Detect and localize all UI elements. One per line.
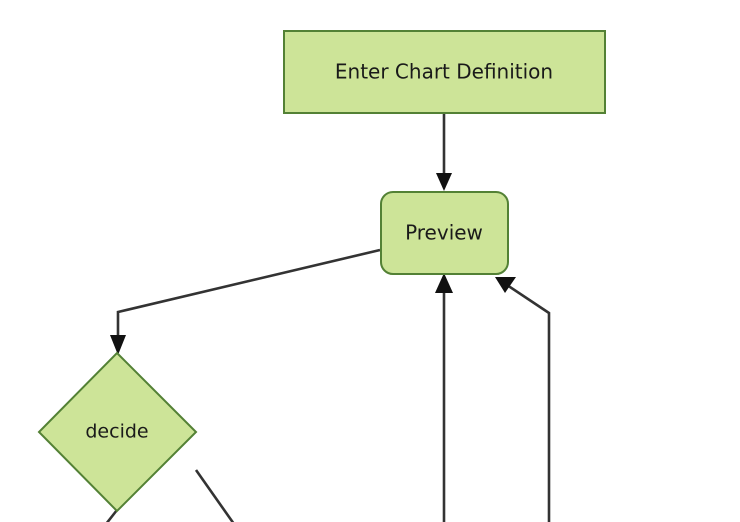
edge-preview-to-decide-line (116, 248, 381, 342)
edge-return-center-to-preview (435, 273, 453, 522)
node-enter-chart-definition-shape[interactable] (283, 30, 606, 114)
edge-decide-to-bottom-right-line (194, 469, 235, 522)
node-decide[interactable]: decide (37, 351, 198, 513)
edge-return-center-to-preview-arrowhead (435, 273, 453, 293)
node-enter-chart-definition[interactable]: Enter Chart Definition (283, 30, 606, 114)
node-layer: Enter Chart Definition Preview decide (37, 30, 606, 513)
edge-return-right-to-preview-arrowhead (495, 277, 516, 293)
node-preview[interactable]: Preview (380, 191, 509, 275)
edge-layer (105, 114, 551, 522)
node-preview-label: Preview (405, 221, 483, 245)
node-enter-chart-definition-label: Enter Chart Definition (335, 60, 553, 84)
edge-decide-to-bottom-right (194, 469, 235, 522)
edge-return-right-to-preview (495, 277, 551, 522)
edge-enter-to-preview-arrowhead (436, 173, 452, 191)
node-preview-shape[interactable] (380, 191, 509, 275)
edge-decide-to-bottom-left-line (105, 509, 119, 522)
edge-return-right-to-preview-line (506, 283, 551, 522)
edge-enter-to-preview (436, 114, 452, 191)
edge-decide-to-bottom-left (105, 509, 119, 522)
edge-preview-to-decide (110, 248, 381, 355)
edge-preview-to-decide-arrowhead (110, 335, 126, 355)
node-decide-shape[interactable] (37, 351, 198, 513)
node-decide-label: decide (85, 421, 148, 443)
